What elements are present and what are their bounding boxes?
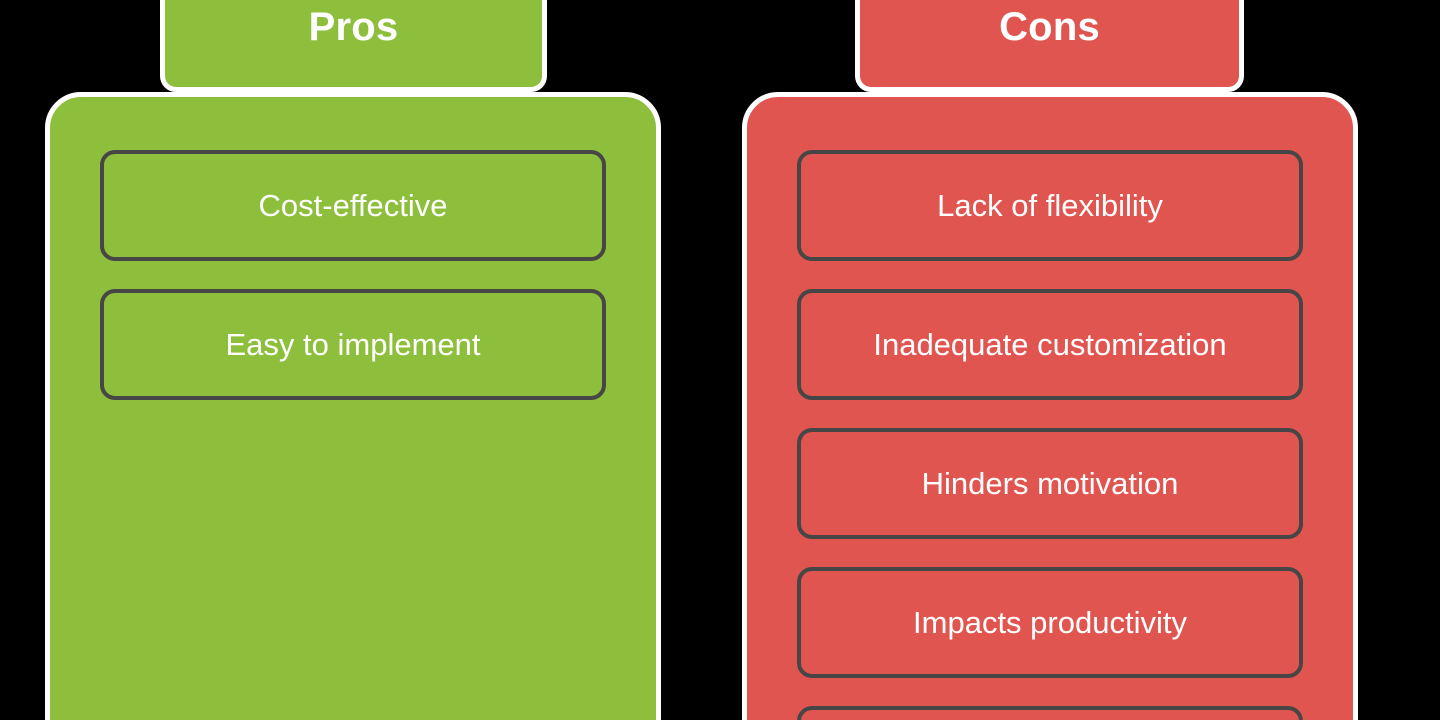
pros-panel: Cost-effective Easy to implement <box>45 92 661 720</box>
list-item[interactable]: Impacts productivity <box>797 567 1303 678</box>
list-item[interactable]: Lack of flexibility <box>797 150 1303 261</box>
pros-header-tab[interactable]: Pros <box>160 0 547 92</box>
list-item[interactable]: Inadequate customization <box>797 289 1303 400</box>
cons-panel: Lack of flexibility Inadequate customiza… <box>742 92 1358 720</box>
list-item-label: Impacts productivity <box>913 605 1187 640</box>
list-item-label: Easy to implement <box>225 327 481 362</box>
list-item-label: Lack of flexibility <box>937 188 1163 223</box>
pros-header-label: Pros <box>308 5 399 49</box>
list-item[interactable]: Hinders motivation <box>797 428 1303 539</box>
list-item-label: Hinders motivation <box>921 466 1179 501</box>
list-item-label: Cost-effective <box>258 188 448 223</box>
list-item[interactable]: Cost-effective <box>100 150 606 261</box>
list-item[interactable]: Easy to implement <box>100 289 606 400</box>
cons-header-tab[interactable]: Cons <box>855 0 1244 92</box>
list-item[interactable] <box>797 706 1303 720</box>
cons-header-label: Cons <box>999 5 1100 49</box>
list-item-label: Inadequate customization <box>873 327 1227 362</box>
